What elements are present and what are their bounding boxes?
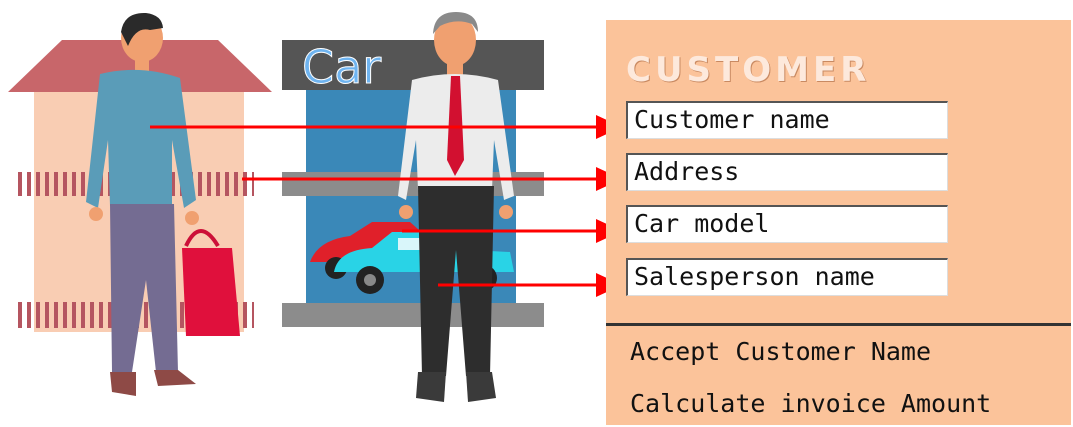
entity-divider xyxy=(606,323,1071,326)
customer-person-illustration xyxy=(86,12,199,396)
salesperson-illustration xyxy=(398,12,514,402)
shop-sign-text: Car xyxy=(302,40,381,94)
attribute-address: Address xyxy=(626,153,948,191)
shopping-bag-illustration xyxy=(182,229,240,336)
attribute-car-model: Car model xyxy=(626,205,948,243)
method-accept-customer-name: Accept Customer Name xyxy=(630,337,932,366)
attribute-customer-name: Customer name xyxy=(626,101,948,139)
entity-title: CUSTOMER xyxy=(626,50,871,90)
method-calculate-invoice-amount: Calculate invoice Amount xyxy=(630,389,992,418)
attribute-salesperson-name: Salesperson name xyxy=(626,258,948,296)
